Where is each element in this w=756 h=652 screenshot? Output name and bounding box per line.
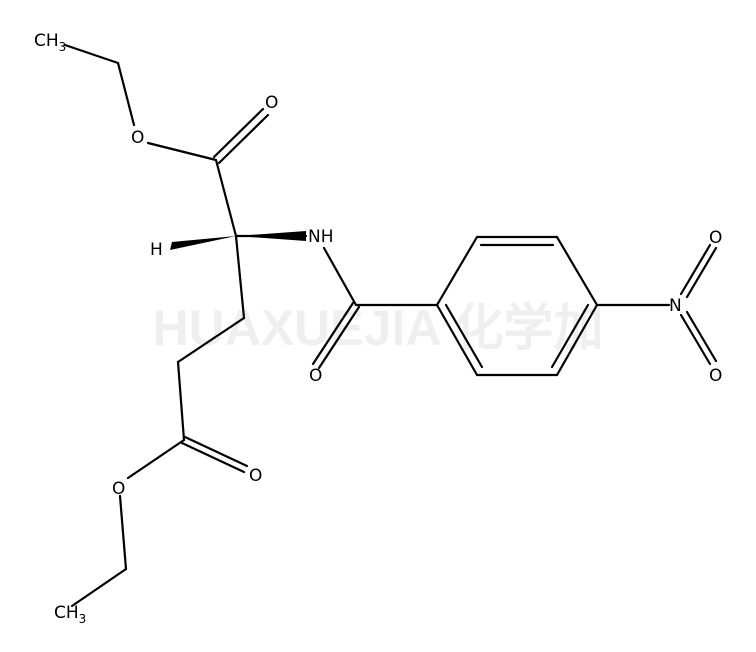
atom-nitro-o-bottom: O	[709, 366, 722, 386]
bond-o-c-ester-top	[146, 141, 218, 162]
bond-ch3-ch2-top	[63, 43, 120, 65]
atom-labels: CH3 O O H NH O N O O O O CH3	[34, 31, 722, 626]
atom-nitro-n: N	[669, 296, 682, 316]
atom-o-ether-top: O	[131, 128, 144, 148]
bond-calpha-ch2	[234, 234, 246, 320]
atom-nh: NH	[308, 227, 334, 247]
atom-o-carbonyl-top: O	[265, 93, 278, 113]
double-bonds	[180, 107, 718, 474]
bond-c-ester-calpha	[214, 158, 238, 238]
atom-o-carbonyl-bottom: O	[249, 466, 262, 486]
atom-o-amide: O	[309, 366, 322, 386]
atom-nitro-o-top: O	[709, 228, 722, 248]
benzene-ring	[435, 235, 599, 377]
bond-nh-camide	[322, 246, 358, 307]
bond-ch2-c-ester-bottom	[176, 360, 186, 442]
bond-o-ch2-bottom	[118, 494, 128, 571]
bond-ch2-ch3-bottom	[70, 567, 128, 608]
bond-ch2-ch2	[176, 316, 246, 364]
watermark: HUAXUEJIA 化学加	[153, 300, 604, 356]
atom-h-stereo: H	[150, 240, 163, 260]
wedge-bond-h	[170, 236, 236, 250]
bond-c-ester-o-bottom	[126, 438, 186, 480]
atom-ch3-bottom: CH3	[54, 603, 86, 626]
bond-ch2-o-top	[116, 61, 136, 127]
atom-ch3-top: CH3	[34, 31, 66, 54]
atom-o-ether-bottom: O	[112, 479, 125, 499]
wedge-bond-nh	[236, 231, 306, 241]
